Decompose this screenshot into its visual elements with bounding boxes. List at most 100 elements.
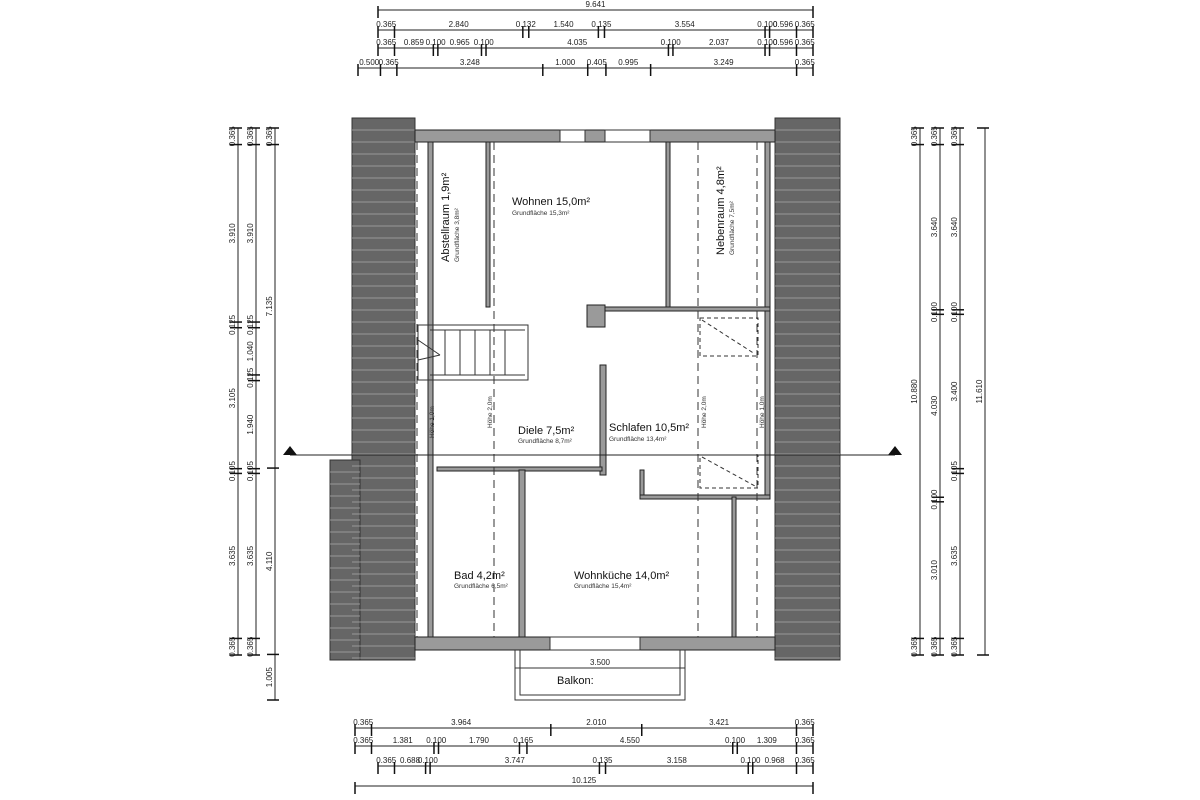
dimension-label: 3.635 — [950, 545, 959, 566]
dimension-label: 0.135 — [591, 20, 612, 29]
height-label: Höhe 2,0m — [701, 396, 708, 428]
dimension-label: 0.365 — [246, 126, 255, 147]
dimension-label: 0.596 — [773, 38, 794, 47]
room-schlafen: Schlafen 10,5m² — [609, 422, 689, 434]
dimension-label: 3.249 — [714, 58, 735, 67]
section-line — [283, 446, 902, 456]
height-label: Höhe 1,0m — [759, 396, 766, 428]
dimension-label: 3.010 — [930, 560, 939, 581]
dimension-label: 3.105 — [228, 388, 237, 409]
dimension-label: 0.100 — [757, 38, 778, 47]
dimension-label: 3.747 — [505, 756, 526, 765]
dimension-label: 4.110 — [265, 551, 274, 571]
dimension-label: 0.365 — [376, 20, 397, 29]
dimension-label: 0.365 — [910, 126, 919, 147]
dimension-label: 3.421 — [709, 718, 730, 727]
dimension-label: 2.010 — [586, 718, 607, 727]
dimension-label: 1.790 — [469, 736, 490, 745]
roof-left — [329, 117, 416, 661]
height-lines — [416, 142, 758, 637]
room-bad: Bad 4,2m² — [454, 570, 505, 582]
dimension-label: 0.125 — [246, 367, 255, 388]
dimension-label: 1.381 — [393, 736, 414, 745]
dimension-label: 0.105 — [228, 460, 237, 481]
room-wohnkueche: Wohnküche 14,0m² — [574, 570, 670, 582]
dimension-label: 0.100 — [418, 756, 439, 765]
dimension-label: 0.405 — [587, 58, 608, 67]
dimension-label: 0.596 — [773, 20, 794, 29]
dimension-label: 3.635 — [228, 545, 237, 566]
dimension-label: 0.100 — [740, 756, 761, 765]
dimension-label: 10.125 — [572, 776, 597, 785]
dimension-label: 0.965 — [450, 38, 471, 47]
room-bad-area: Grundfläche 6,5m² — [454, 583, 509, 590]
dimension-label: 9.641 — [585, 0, 606, 9]
dimension-label: 0.365 — [930, 126, 939, 147]
room-nebenraum: Nebenraum 4,8m² — [715, 166, 727, 255]
dimension-label: 10.880 — [910, 379, 919, 404]
dimension-label: 3.158 — [667, 756, 688, 765]
dimension-label: 4.030 — [930, 395, 939, 416]
roof-hatching — [330, 129, 840, 659]
dimension-label: 3.248 — [460, 58, 481, 67]
dimension-label: 0.365 — [379, 58, 400, 67]
dimension-label: 3.640 — [950, 217, 959, 238]
dimension-label: 0.365 — [228, 636, 237, 657]
dimension-label: 0.125 — [246, 314, 255, 335]
dimension-label: 0.365 — [246, 636, 255, 657]
dimension-label: 0.365 — [950, 636, 959, 657]
room-abstellraum-area: Grundfläche 3,8m² — [454, 207, 461, 262]
room-diele: Diele 7,5m² — [518, 425, 575, 437]
dimension-label: 0.968 — [765, 756, 786, 765]
dimension-label: 0.100 — [725, 736, 746, 745]
dimension-label: 0.995 — [618, 58, 639, 67]
dimension-label: 0.365 — [353, 718, 374, 727]
dimension-label: 0.365 — [950, 126, 959, 147]
dimension-label: 0.105 — [246, 460, 255, 481]
room-abstellraum: Abstellraum 1,9m² — [440, 172, 452, 262]
dimension-label: 7.135 — [265, 296, 274, 317]
dimension-label: 0.100 — [426, 38, 447, 47]
dimension-label: 0.365 — [930, 636, 939, 657]
balcony-label: Balkon: — [557, 675, 594, 687]
room-wohnen: Wohnen 15,0m² — [512, 196, 590, 208]
dimension-label: 0.125 — [228, 314, 237, 335]
dimension-label: 0.105 — [950, 460, 959, 481]
dimension-label: 0.100 — [930, 489, 939, 510]
dimension-label: 1.040 — [246, 341, 255, 362]
dimension-label: 0.165 — [513, 736, 534, 745]
walls — [414, 129, 776, 651]
height-label: Höhe 1,0m — [429, 406, 436, 438]
room-wohnkueche-area: Grundfläche 15,4m² — [574, 583, 632, 590]
room-nebenraum-area: Grundfläche 7,5m² — [729, 200, 736, 255]
height-label: Höhe 2,0m — [487, 396, 494, 428]
balcony-width: 3.500 — [590, 658, 611, 667]
dimension-label: 0.365 — [228, 126, 237, 147]
dimension-label: 3.400 — [950, 381, 959, 402]
dimension-label: 3.635 — [246, 545, 255, 566]
windows — [549, 129, 651, 651]
dimension-label: 0.688 — [400, 756, 421, 765]
room-diele-area: Grundfläche 8,7m² — [518, 438, 573, 445]
balcony — [514, 650, 686, 701]
dimension-label: 0.365 — [376, 756, 397, 765]
dimension-label: 0.365 — [795, 58, 816, 67]
dimension-label: 0.365 — [795, 736, 816, 745]
dimension-label: 0.365 — [795, 718, 816, 727]
dimension-label: 0.365 — [795, 20, 816, 29]
dimension-label: 0.100 — [426, 736, 447, 745]
dimension-label: 0.100 — [757, 20, 778, 29]
dimension-label: 0.365 — [353, 736, 374, 745]
dimension-label: 3.910 — [228, 223, 237, 244]
dimension-label: 1.940 — [246, 414, 255, 435]
dimension-label: 0.100 — [930, 302, 939, 323]
room-schlafen-area: Grundfläche 13,4m² — [609, 436, 667, 443]
dimension-label: 0.100 — [474, 38, 495, 47]
dimension-label: 1.540 — [554, 20, 575, 29]
skylights — [699, 317, 759, 489]
dimension-label: 1.000 — [555, 58, 576, 67]
dimension-label: 1.309 — [757, 736, 778, 745]
dimension-label: 3.964 — [451, 718, 472, 727]
dimension-label: 0.100 — [950, 302, 959, 323]
